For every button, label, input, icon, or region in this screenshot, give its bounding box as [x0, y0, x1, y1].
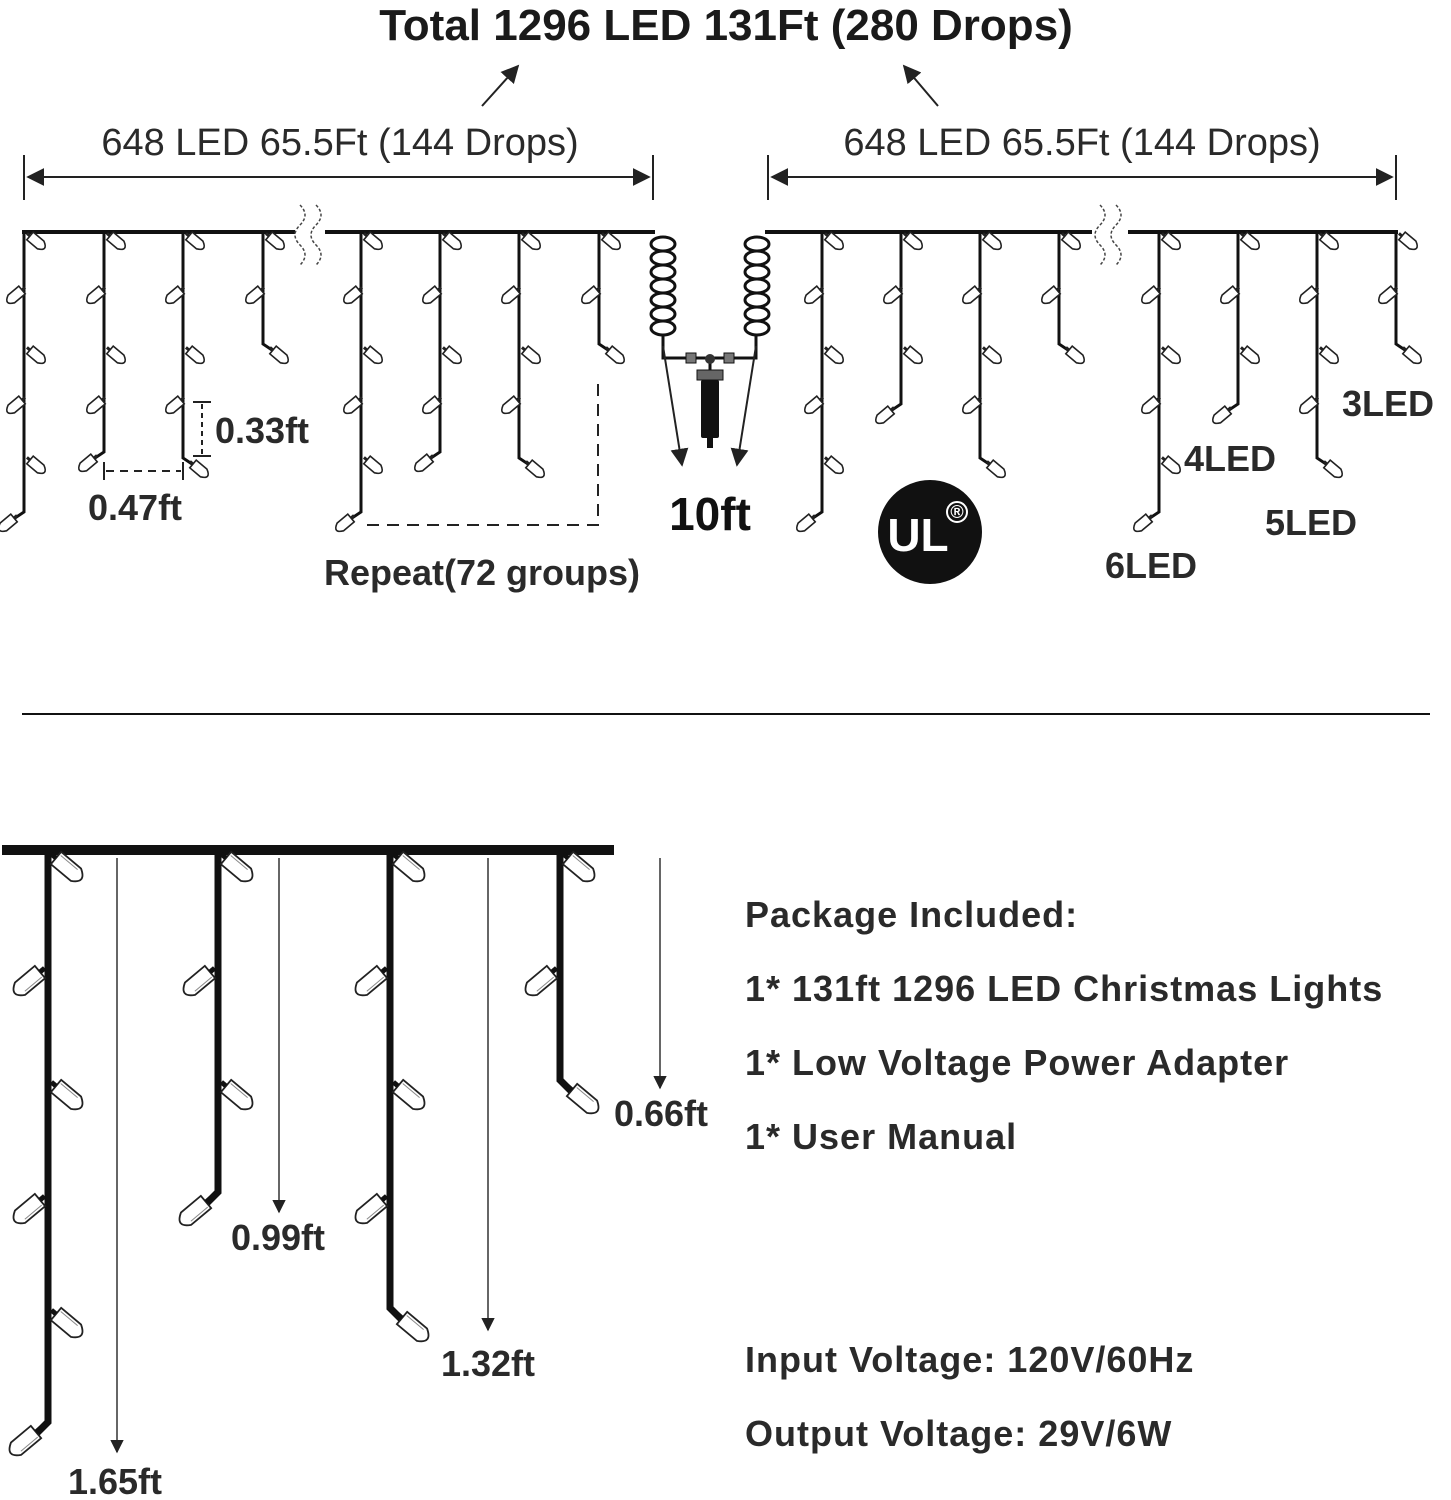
horizontal-spacing-marker: [103, 462, 184, 480]
title: Total 1296 LED 131Ft (280 Drops): [379, 1, 1073, 50]
six-led-label: 6LED: [1105, 545, 1197, 586]
input-voltage: Input Voltage: 120V/60Hz: [745, 1339, 1194, 1380]
package-item-manual: 1* User Manual: [745, 1116, 1017, 1157]
five-led-label: 5LED: [1265, 502, 1357, 543]
right-light-string: [765, 204, 1426, 536]
package-item-lights: 1* 131ft 1296 LED Christmas Lights: [745, 968, 1383, 1009]
drop-length-detail: [2, 845, 667, 1459]
horizontal-spacing-label: 0.47ft: [88, 487, 182, 528]
package-heading: Package Included:: [745, 894, 1078, 935]
title-arrow-left: [481, 64, 520, 107]
three-led-label: 3LED: [1342, 383, 1434, 424]
left-light-string: [0, 204, 655, 536]
lead-length-label: 10ft: [669, 488, 751, 540]
left-segment-label: 648 LED 65.5Ft (144 Drops): [101, 122, 578, 164]
package-item-adapter: 1* Low Voltage Power Adapter: [745, 1042, 1289, 1083]
repeat-label: Repeat(72 groups): [324, 552, 640, 593]
right-dimension-line: [767, 155, 1397, 200]
drop-length-1-65: 1.65ft: [68, 1461, 162, 1500]
registered-mark: ®: [950, 502, 963, 522]
left-dimension-line: [23, 155, 654, 200]
right-segment-label: 648 LED 65.5Ft (144 Drops): [843, 122, 1320, 164]
title-arrow-right: [902, 64, 939, 107]
vertical-spacing-label: 0.33ft: [215, 410, 309, 451]
power-connector: [649, 235, 771, 467]
drop-length-0-99: 0.99ft: [231, 1217, 325, 1258]
ul-certification-logo: UL ®: [878, 480, 982, 584]
drop-length-0-66: 0.66ft: [614, 1093, 708, 1134]
ul-logo-text: UL: [887, 509, 948, 561]
vertical-spacing-marker: [193, 401, 211, 457]
drop-length-1-32: 1.32ft: [441, 1343, 535, 1384]
output-voltage: Output Voltage: 29V/6W: [745, 1413, 1172, 1454]
repeat-group-bracket: [367, 378, 599, 526]
four-led-label: 4LED: [1184, 438, 1276, 479]
